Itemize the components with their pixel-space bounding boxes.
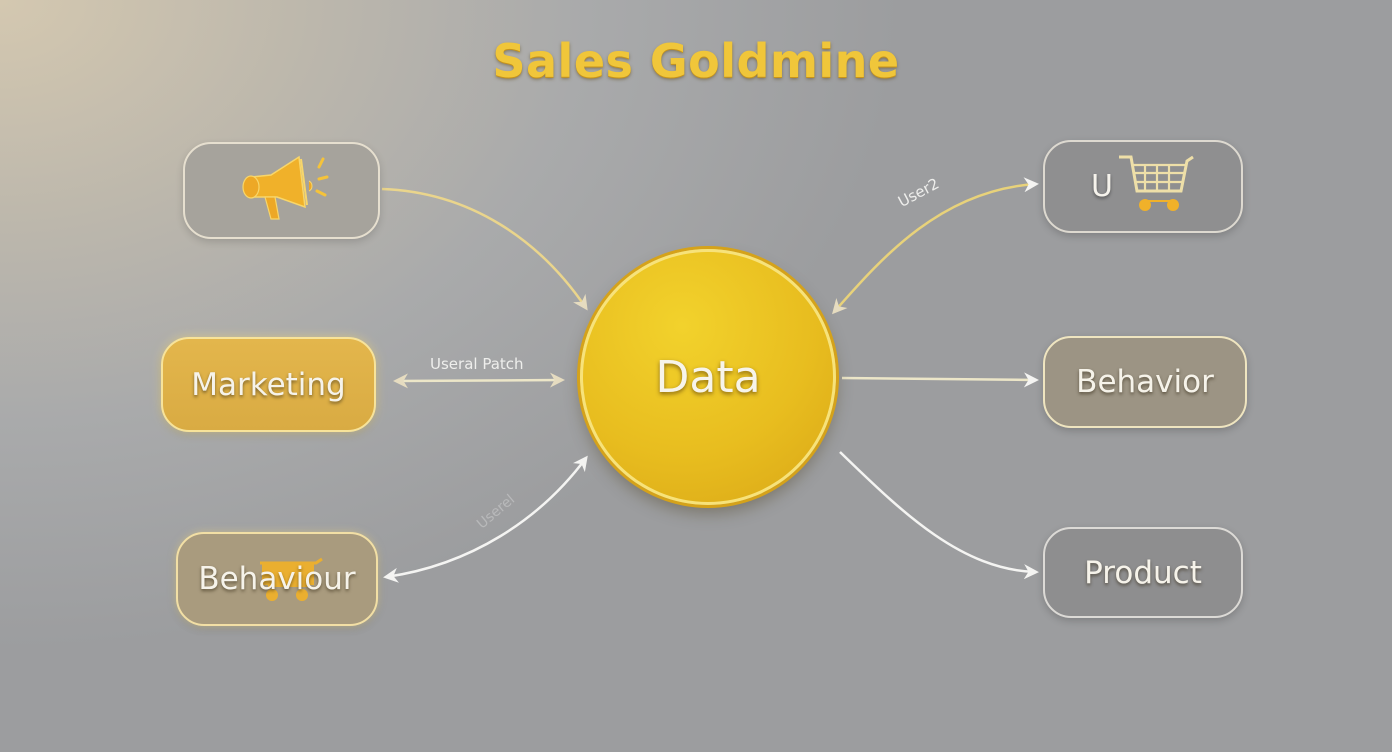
- node-cart[interactable]: U: [1043, 140, 1243, 233]
- hub-data[interactable]: Data: [580, 249, 836, 505]
- node-label: Marketing: [191, 366, 346, 403]
- node-behavior[interactable]: Behavior: [1043, 336, 1247, 428]
- connector-megaphone-data: [381, 187, 588, 311]
- connector-behaviour-data: [383, 455, 588, 583]
- node-prefix: U: [1091, 169, 1113, 204]
- node-behaviour[interactable]: Behaviour: [176, 532, 378, 626]
- megaphone-icon: [227, 147, 337, 235]
- node-label: Product: [1084, 554, 1202, 591]
- node-product[interactable]: Product: [1043, 527, 1243, 618]
- node-label: Behaviour: [198, 561, 356, 597]
- node-megaphone[interactable]: [183, 142, 380, 239]
- connector-marketing-data: [393, 372, 565, 389]
- connector-data-cart: [832, 177, 1039, 315]
- diagram-title: Sales Goldmine: [492, 34, 900, 88]
- edge-label-marketing: Useral Patch: [430, 355, 524, 373]
- connector-data-product: [839, 451, 1039, 580]
- node-marketing[interactable]: Marketing: [161, 337, 376, 432]
- shopping-cart-icon: [1115, 151, 1195, 223]
- node-label: Behavior: [1076, 364, 1214, 400]
- connector-data-behavior: [841, 372, 1039, 388]
- hub-label: Data: [655, 351, 761, 403]
- shopping-cart-icon: [256, 557, 326, 611]
